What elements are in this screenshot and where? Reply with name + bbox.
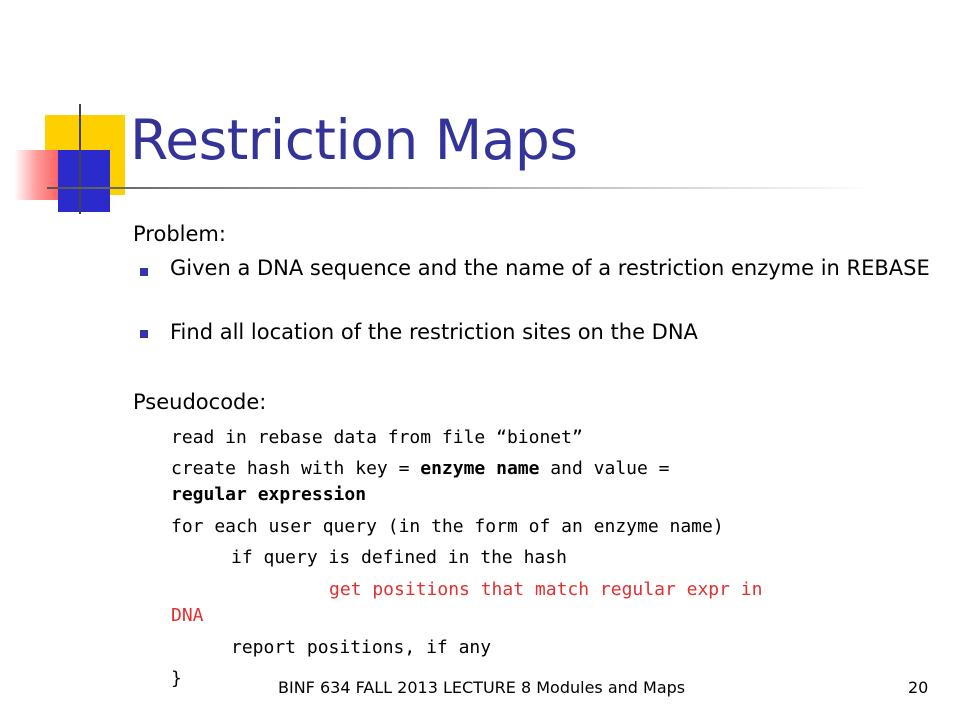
- code-line-highlight: get positions that match regular expr in: [329, 579, 763, 600]
- bullet-square-icon: [140, 268, 148, 276]
- pseudocode-heading: Pseudocode:: [133, 390, 267, 414]
- slide-footer: BINF 634 FALL 2013 LECTURE 8 Modules and…: [278, 678, 686, 697]
- code-bold-text: regular expression: [171, 484, 367, 505]
- code-line-highlight: DNA: [171, 605, 204, 626]
- decorative-blue-square: [58, 150, 110, 212]
- bullet-text: Given a DNA sequence and the name of a r…: [170, 256, 930, 280]
- code-line: regular expression: [171, 482, 366, 508]
- code-text: create hash with key =: [171, 458, 421, 479]
- page-number: 20: [908, 678, 929, 697]
- bullet-text: Find all location of the restriction sit…: [170, 320, 698, 344]
- code-line: read in rebase data from file “bionet”: [171, 427, 583, 448]
- bullet-square-icon: [140, 330, 148, 338]
- code-line: }: [171, 668, 182, 689]
- code-text: and value =: [539, 458, 670, 479]
- code-bold-text: enzyme name: [420, 458, 540, 479]
- code-line: create hash with key = enzyme name and v…: [171, 456, 670, 482]
- code-line: if query is defined in the hash: [231, 547, 567, 568]
- title-underline: [47, 187, 877, 189]
- code-line: report positions, if any: [231, 637, 492, 658]
- code-line: for each user query (in the form of an e…: [171, 516, 724, 537]
- slide-title: Restriction Maps: [130, 108, 578, 172]
- problem-heading: Problem:: [133, 222, 226, 246]
- decorative-vertical-line: [79, 104, 81, 214]
